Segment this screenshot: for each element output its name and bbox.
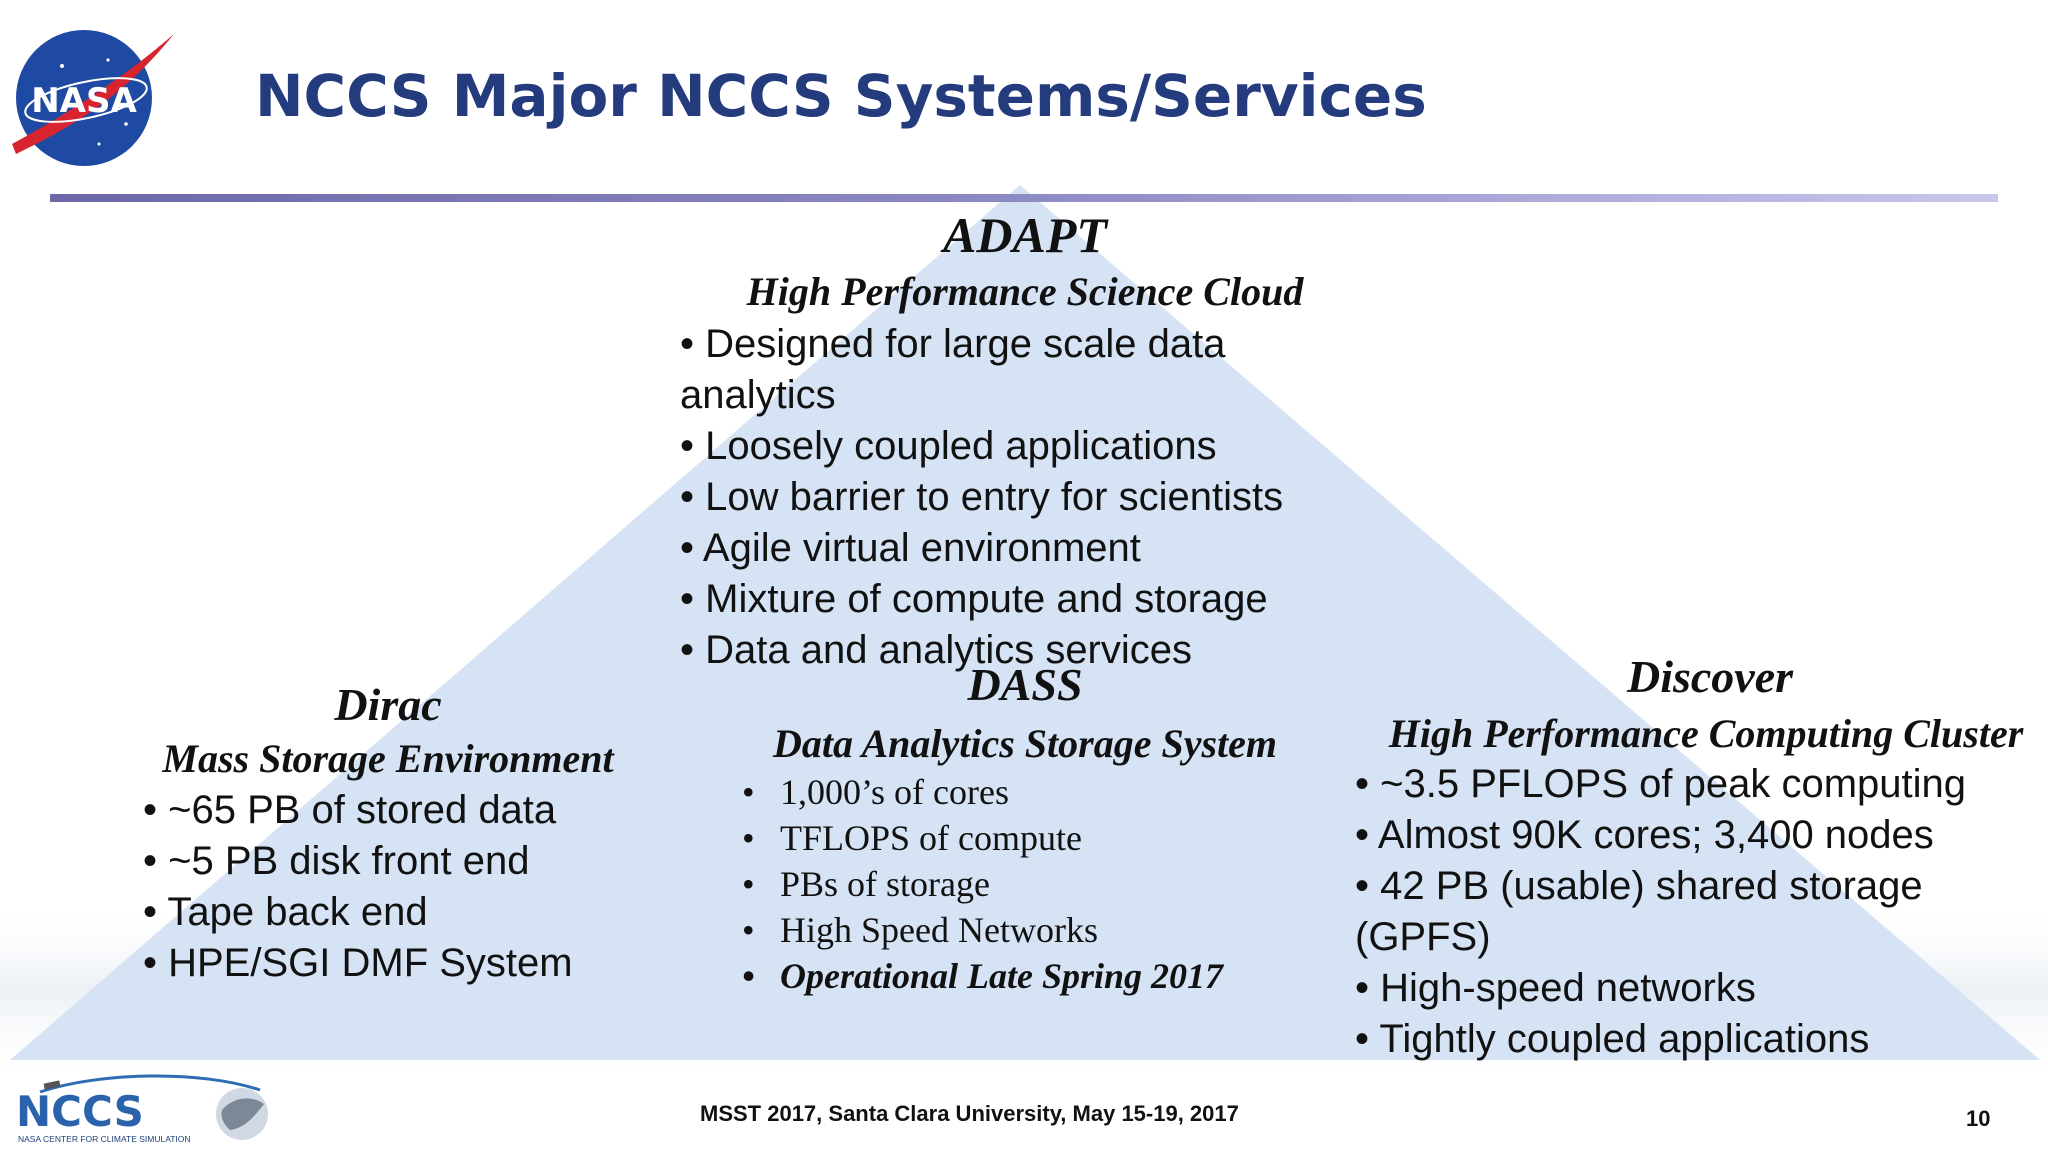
bullet-marker: • (742, 910, 755, 950)
adapt-bullet: • Designed for large scale data (680, 322, 1226, 366)
dass-bullet-text: PBs of storage (780, 864, 990, 904)
nasa-meatball-icon: NASA (12, 30, 174, 166)
dass-bullet: • PBs of storage (742, 861, 1223, 907)
dirac-heading: Dirac (334, 679, 442, 730)
dirac-bullet: • HPE/SGI DMF System (143, 941, 573, 985)
bullet-marker: • (742, 772, 755, 812)
discover-bullet: • ~3.5 PFLOPS of peak computing (1355, 762, 1967, 806)
adapt-bullet: • Data and analytics services (680, 628, 1193, 672)
dass-subtitle: Data Analytics Storage System (772, 721, 1278, 766)
nccs-logo-subtext: NASA CENTER FOR CLIMATE SIMULATION (18, 1134, 191, 1144)
nccs-logo-text: NCCS (16, 1087, 144, 1136)
discover-subtitle: High Performance Computing Cluster (1388, 711, 2024, 756)
adapt-bullet: • Loosely coupled applications (680, 424, 1217, 468)
adapt-heading: ADAPT (943, 207, 1107, 263)
dass-bullet-text: High Speed Networks (780, 910, 1098, 950)
adapt-bullet: • Agile virtual environment (680, 526, 1141, 570)
discover-bullet: • High-speed networks (1355, 966, 1756, 1010)
discover-bullet-list: • ~3.5 PFLOPS of peak computing • Almost… (1355, 759, 1966, 1065)
discover-bullet: • 42 PB (usable) shared storage (1355, 864, 1923, 908)
dass-bullet-list: • 1,000’s of cores • TFLOPS of compute • PB… (742, 769, 1223, 999)
bullet-marker: • (742, 818, 755, 858)
dass-bullet-text: Operational Late Spring 2017 (780, 956, 1224, 996)
adapt-subtitle: High Performance Science Cloud (746, 269, 1304, 314)
discover-bullet: • Tightly coupled applications (1355, 1017, 1870, 1061)
dass-bullet-text: TFLOPS of compute (780, 818, 1082, 858)
nasa-logo-text: NASA (31, 81, 137, 121)
dass-heading: DASS (967, 659, 1083, 710)
dirac-subtitle: Mass Storage Environment (162, 736, 614, 781)
dass-bullet: • 1,000’s of cores (742, 769, 1223, 815)
pyramid-shape (10, 185, 2040, 1060)
bullet-marker: • (742, 956, 755, 996)
discover-bullet: (GPFS) (1355, 915, 1491, 959)
discover-heading: Discover (1626, 651, 1794, 702)
dass-bullet: • TFLOPS of compute (742, 815, 1223, 861)
dass-bullet-text: 1,000’s of cores (780, 772, 1009, 812)
adapt-bullet: analytics (680, 373, 836, 417)
page-number: 10 (1966, 1106, 1991, 1131)
nccs-logo-icon: NCCS NASA CENTER FOR CLIMATE SIMULATION (16, 1074, 268, 1144)
bullet-marker: • (742, 864, 755, 904)
dirac-bullet: • ~65 PB of stored data (143, 788, 557, 832)
dirac-bullet: • Tape back end (143, 890, 428, 934)
footer-text: MSST 2017, Santa Clara University, May 1… (700, 1101, 1239, 1126)
adapt-bullet: • Mixture of compute and storage (680, 577, 1268, 621)
dass-bullet: • Operational Late Spring 2017 (742, 953, 1223, 999)
dass-bullet: • High Speed Networks (742, 907, 1223, 953)
adapt-bullet: • Low barrier to entry for scientists (680, 475, 1284, 519)
dirac-bullet: • ~5 PB disk front end (143, 839, 530, 883)
dirac-bullet-list: • ~65 PB of stored data • ~5 PB disk fro… (143, 785, 573, 989)
title-divider (50, 194, 1998, 202)
adapt-bullet-list: • Designed for large scale data analytic… (680, 319, 1283, 676)
slide-title: NCCS Major NCCS Systems/Services (255, 62, 1427, 130)
discover-bullet: • Almost 90K cores; 3,400 nodes (1355, 813, 1934, 857)
